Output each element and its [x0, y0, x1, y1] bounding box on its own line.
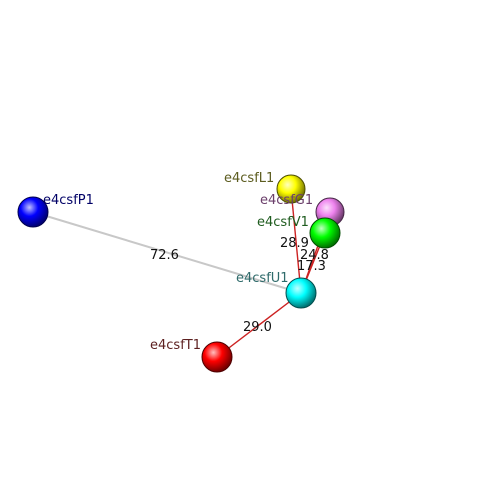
atom-label-l1: e4csfL1	[224, 171, 274, 186]
atom-label-v1: e4csfV1	[257, 215, 309, 230]
atom-v1[interactable]	[309, 217, 341, 249]
atom-label-t1: e4csfT1	[150, 338, 201, 353]
atom-layer	[17, 174, 345, 373]
atom-label-u1: e4csfU1	[236, 271, 289, 286]
atom-label-p1: e4csfP1	[43, 193, 94, 208]
atom-u1[interactable]	[285, 277, 317, 309]
atom-p1[interactable]	[17, 196, 49, 228]
distance-label-v1-u1: 17.3	[297, 259, 326, 274]
distance-label-g1-u1: 24.8	[300, 248, 329, 263]
atom-t1[interactable]	[201, 341, 233, 373]
bond-u1-t1	[216, 292, 302, 358]
distance-label-p1-u1: 72.6	[150, 248, 179, 263]
label-layer: 72.6 28.924.817.3 29.0 e4csfP1 e4csfL1 e4csfG…	[43, 171, 329, 353]
atom-l1[interactable]	[276, 174, 306, 204]
bond-p1-u1	[32, 211, 302, 294]
atom-label-g1: e4csfG1	[260, 193, 313, 208]
distance-label-l1-u1: 28.9	[280, 236, 309, 251]
bond-l1-u1	[290, 188, 302, 294]
distance-label-u1-t1: 29.0	[243, 320, 272, 335]
